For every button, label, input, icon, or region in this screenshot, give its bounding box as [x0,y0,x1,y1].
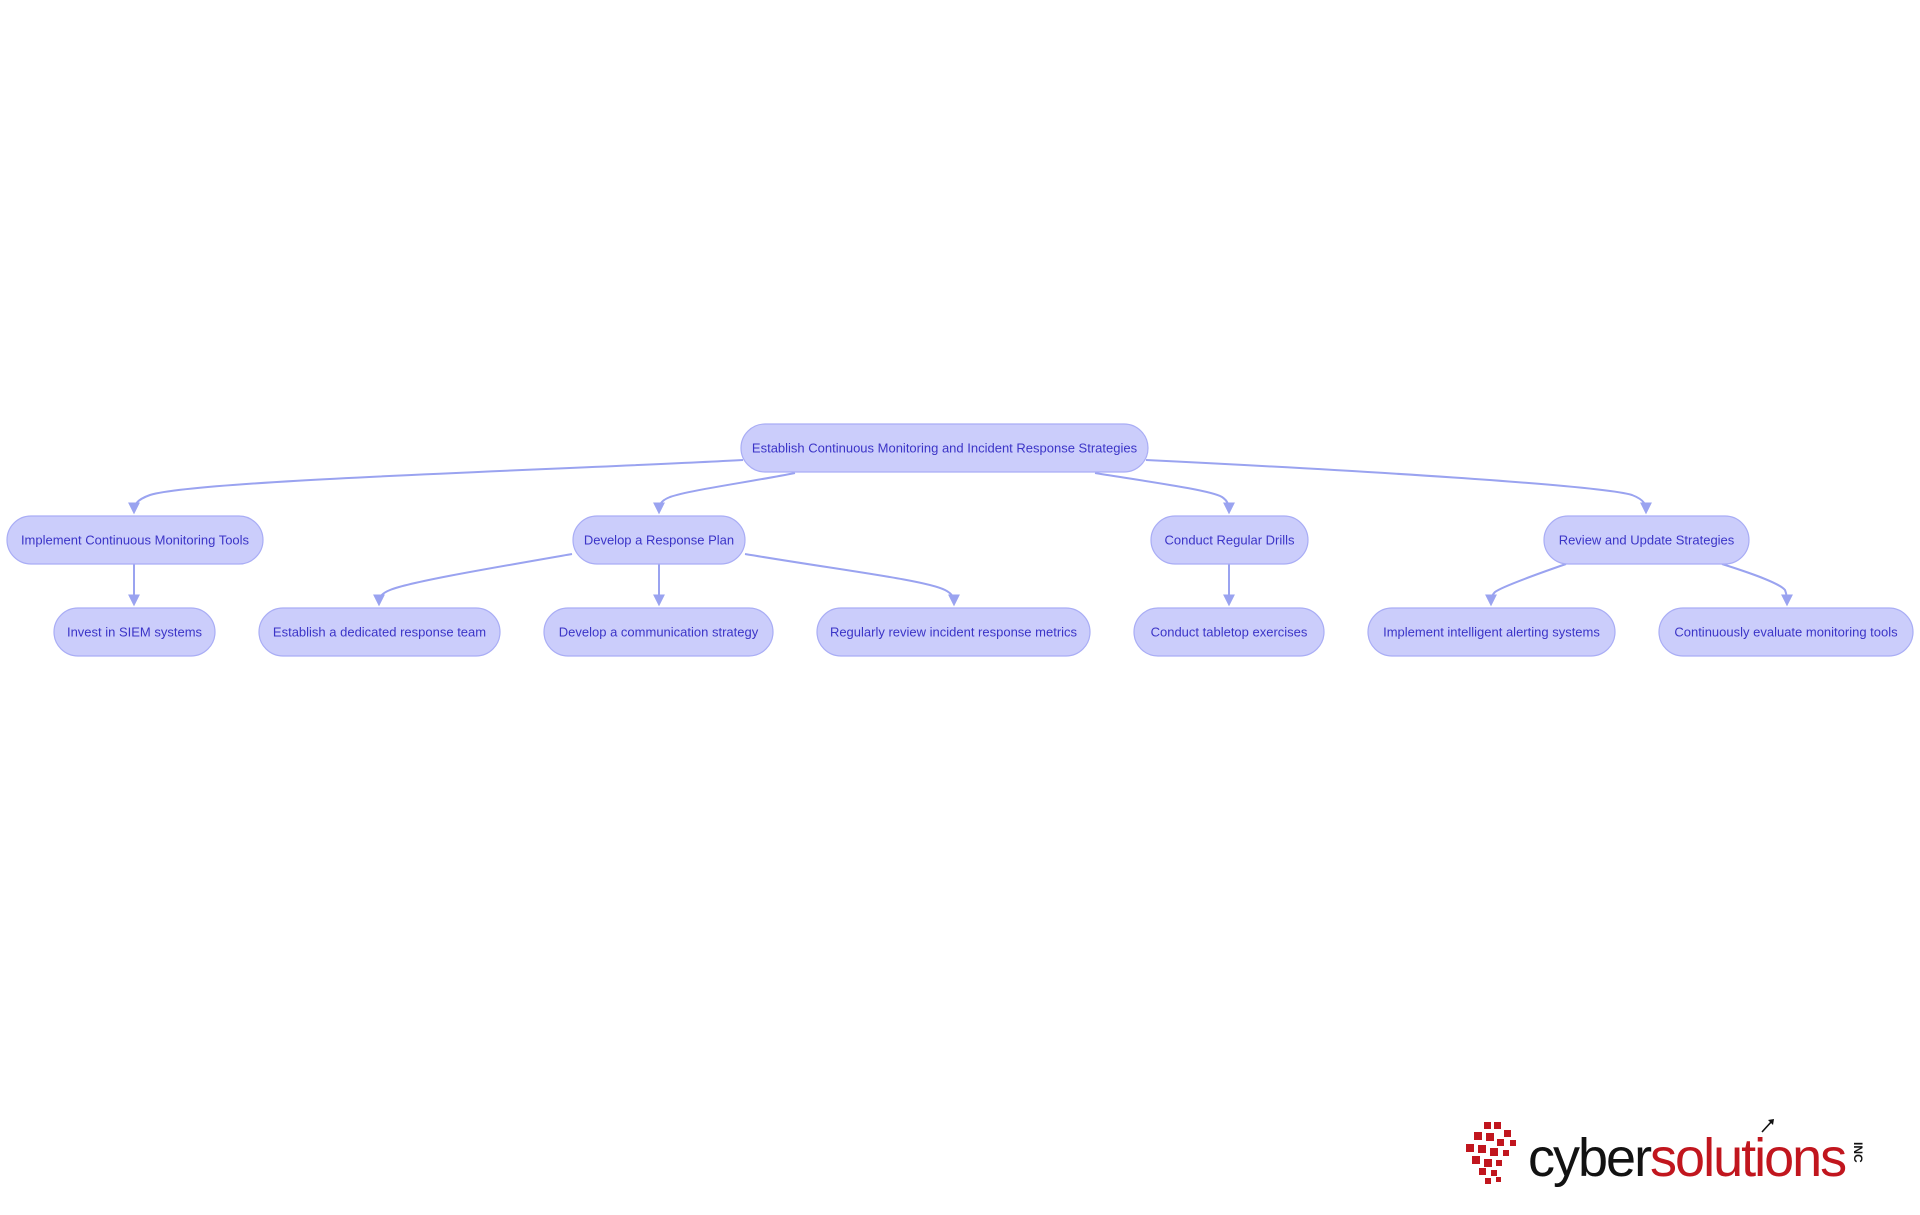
logo-arrow-icon [1761,1119,1774,1133]
leaf-node-label: Regularly review incident response metri… [830,625,1078,640]
edge-branch-4-to-leaf-1 [1485,563,1567,607]
branch-node-review-update: Review and Update Strategies [1543,515,1750,565]
edge-root-to-branch-2 [653,472,796,515]
leaf-node-communication-strategy: Develop a communication strategy [543,607,774,657]
leaf-node-label: Establish a dedicated response team [273,625,486,640]
leaf-node-siem: Invest in SIEM systems [53,607,216,657]
leaf-node-label: Continuously evaluate monitoring tools [1674,625,1898,640]
edge-root-to-branch-3 [1094,472,1235,515]
edge-root-to-branch-4 [1145,459,1652,515]
leaf-node-tabletop-exercises: Conduct tabletop exercises [1133,607,1325,657]
branch-node-monitoring-tools: Implement Continuous Monitoring Tools [6,515,264,565]
branch-node-regular-drills: Conduct Regular Drills [1150,515,1309,565]
branch-node-label: Develop a Response Plan [584,533,734,548]
logo-text-solutions: solutions [1650,1128,1846,1188]
logo-text-cyber: cyber [1528,1128,1652,1188]
leaf-node-evaluate-tools: Continuously evaluate monitoring tools [1658,607,1914,657]
branch-node-label: Implement Continuous Monitoring Tools [21,533,250,548]
leaf-node-label: Implement intelligent alerting systems [1383,625,1600,640]
edge-root-to-branch-1 [128,459,744,515]
branch-node-response-plan: Develop a Response Plan [572,515,746,565]
leaf-node-response-metrics: Regularly review incident response metri… [816,607,1091,657]
leaf-node-response-team: Establish a dedicated response team [258,607,501,657]
leaf-node-intelligent-alerting: Implement intelligent alerting systems [1367,607,1616,657]
edge-branch-4-to-leaf-2 [1721,563,1793,607]
logo-inc-label: INC [1851,1142,1865,1163]
pixel-squares-icon [1466,1122,1516,1184]
edge-branch-2-to-leaf-1 [373,553,573,607]
branch-node-label: Conduct Regular Drills [1164,533,1295,548]
root-node-label: Establish Continuous Monitoring and Inci… [752,441,1138,456]
leaf-node-label: Invest in SIEM systems [67,625,203,640]
svg-text:cybersolutions: cybersolutions [1528,1128,1846,1188]
branch-node-label: Review and Update Strategies [1559,533,1735,548]
leaf-node-label: Conduct tabletop exercises [1151,625,1308,640]
edge-branch-2-to-leaf-3 [744,553,960,607]
leaf-node-label: Develop a communication strategy [559,625,759,640]
cybersolutions-logo: cybersolutions INC [1466,1119,1865,1188]
root-node: Establish Continuous Monitoring and Inci… [740,423,1149,473]
